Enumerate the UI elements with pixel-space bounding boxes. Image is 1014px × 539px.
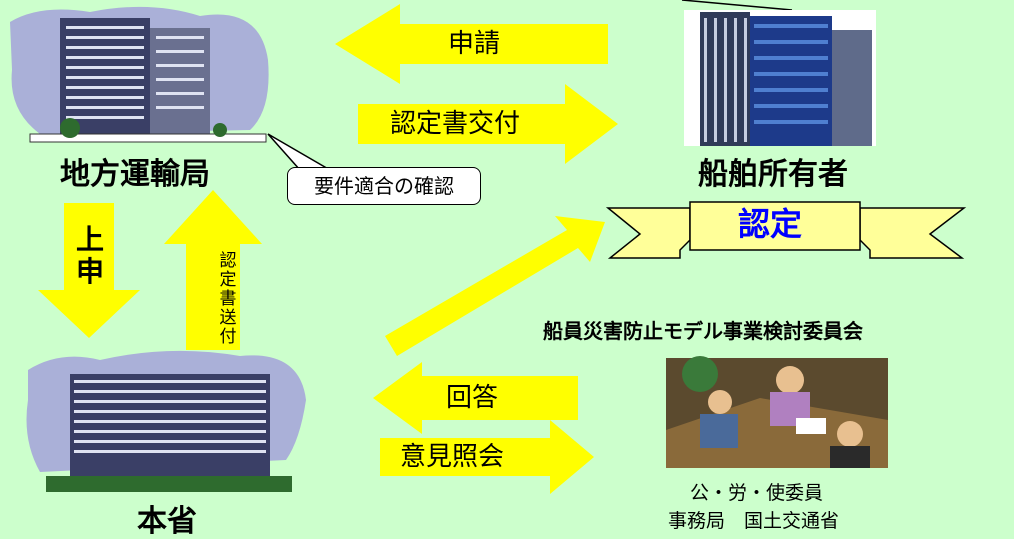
ship-owner-building-image: [684, 10, 876, 146]
regional-bureau-building-image: [10, 6, 269, 143]
arrow-certificate-issue-label: 認定書交付: [390, 109, 521, 139]
arrow-report-up-label: 上申: [75, 223, 104, 288]
arrow-answer: [373, 362, 578, 434]
regional-bureau-label: 地方運輸局: [60, 157, 210, 192]
committee-members-line2: 事務局 国土交通省: [668, 510, 840, 532]
requirement-check-callout: 要件適合の確認: [287, 167, 481, 205]
committee-members-line1: 公・労・使委員: [690, 482, 824, 504]
arrow-application: [335, 4, 608, 84]
callout-pointer: [267, 133, 333, 171]
arrow-certificate-send: [164, 190, 262, 350]
leader-line: [681, 0, 793, 11]
arrow-report-up: [38, 203, 140, 338]
certified-banner-shape: [605, 201, 967, 259]
arrow-to-certification: [385, 216, 605, 356]
committee-title: 船員災害防止モデル事業検討委員会: [543, 319, 863, 343]
ship-owner-label: 船舶所有者: [698, 157, 848, 192]
arrow-certificate-send-label: 認定書送付: [219, 251, 237, 347]
arrow-opinion-inquiry: [380, 420, 594, 494]
arrow-application-label: 申請: [448, 29, 501, 59]
arrow-answer-label: 回答: [446, 383, 499, 413]
committee-meeting-image: [666, 356, 888, 468]
ministry-label: 本省: [137, 504, 197, 539]
ministry-building-image: [26, 350, 306, 492]
certified-banner-label: 認定: [738, 205, 803, 243]
arrow-opinion-inquiry-label: 意見照会: [400, 442, 505, 472]
arrow-certificate-issue: [358, 84, 618, 164]
